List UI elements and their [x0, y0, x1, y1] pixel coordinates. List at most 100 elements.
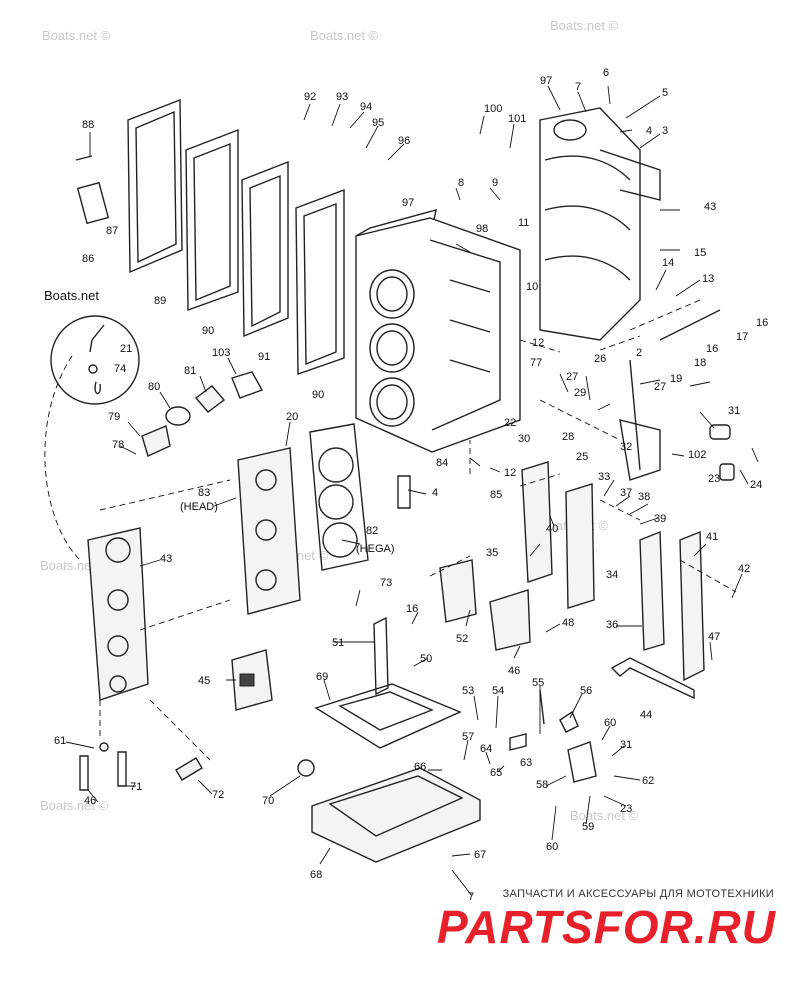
callout-number: 23 — [620, 803, 632, 815]
callout-number: 55 — [532, 677, 544, 689]
brand-tagline: ЗАПЧАСТИ И АКСЕССУАРЫ ДЛЯ МОТОТЕХНИКИ — [502, 888, 774, 900]
callout-number: 39 — [654, 513, 666, 525]
adapter-plate — [314, 683, 462, 749]
callout-number: 27 — [566, 371, 578, 383]
callout-number: 65 — [490, 767, 502, 779]
callout-number: 53 — [462, 685, 474, 697]
callout-number: 33 — [598, 471, 610, 483]
callout-number: 37 — [620, 487, 632, 499]
callout-number: 100 — [484, 103, 502, 115]
callout-number: 25 — [576, 451, 588, 463]
callout-number: 61 — [54, 735, 66, 747]
callout-number: 28 — [562, 431, 574, 443]
base-67 — [311, 767, 481, 863]
callout-number: 60 — [604, 717, 616, 729]
watermark: Boats.net © — [40, 798, 109, 813]
callout-number: 102 — [688, 449, 706, 461]
callout-number: 77 — [530, 357, 542, 369]
callout-number: 72 — [212, 789, 224, 801]
callout-number: 36 — [606, 619, 618, 631]
callout-number: 79 — [108, 411, 120, 423]
callout-number: 2 — [636, 347, 642, 359]
callout-number: 31 — [620, 739, 632, 751]
callout-number: 8 — [458, 177, 464, 189]
crankcase — [539, 107, 661, 341]
callout-number: 4 — [646, 125, 652, 137]
callout-number: 30 — [518, 433, 530, 445]
callout-number: 91 — [258, 351, 270, 363]
callout-number: 96 — [398, 135, 410, 147]
callout-number: 81 — [184, 365, 196, 377]
callout-number: 7 — [575, 81, 581, 93]
callout-number: 17 — [736, 331, 748, 343]
callout-number: 5 — [662, 87, 668, 99]
callout-number: 50 — [420, 653, 432, 665]
exhaust-cover-assembly — [75, 98, 345, 375]
watermark-dark: Boats.net — [44, 288, 99, 303]
callout-number: 34 — [606, 569, 618, 581]
callout-number: 52 — [456, 633, 468, 645]
callout-number: 95 — [372, 117, 384, 129]
callout-number: 46 — [508, 665, 520, 677]
callout-number: 63 — [520, 757, 532, 769]
lower-linkage — [509, 689, 597, 783]
callout-number: 97 — [540, 75, 552, 87]
callout-number: 84 — [436, 457, 448, 469]
leader-lines — [65, 85, 759, 897]
callout-number: 41 — [706, 531, 718, 543]
callout-number: 23 — [708, 473, 720, 485]
cylinder-head-and-gasket — [237, 423, 369, 615]
callout-number: 73 — [380, 577, 392, 589]
watermark: Boats.net © — [310, 28, 379, 43]
callout-number: 48 — [562, 617, 574, 629]
small-covers — [373, 559, 531, 696]
callout-number: 97 — [402, 197, 414, 209]
watermark: Boats.net © — [570, 808, 639, 823]
callout-number: 74 — [114, 363, 126, 375]
linkage-assembly — [619, 309, 735, 481]
callout-number: 71 — [130, 781, 142, 793]
callout-number: 14 — [662, 257, 674, 269]
hega-label: (HEGA) — [356, 543, 395, 555]
callout-number: 66 — [414, 761, 426, 773]
callout-number: 67 — [474, 849, 486, 861]
callout-number: 20 — [286, 411, 298, 423]
callout-number: 94 — [360, 101, 372, 113]
callout-number: 70 — [262, 795, 274, 807]
callout-number: 11 — [518, 217, 529, 229]
callout-number: 27 — [654, 381, 666, 393]
port-covers — [521, 461, 705, 682]
callout-number: 4 — [432, 487, 438, 499]
spark-plug-and-bolts — [79, 742, 315, 791]
callout-number: 93 — [336, 91, 348, 103]
callout-number: 46 — [84, 795, 96, 807]
callout-number: 31 — [728, 405, 740, 417]
callout-number: 32 — [620, 441, 632, 453]
callout-number: 92 — [304, 91, 316, 103]
callout-number: 90 — [312, 389, 324, 401]
callout-number: 51 — [332, 637, 344, 649]
callout-number: 54 — [492, 685, 504, 697]
callout-number: 12 — [532, 337, 544, 349]
callout-number: 42 — [738, 563, 750, 575]
callout-number: 15 — [694, 247, 706, 259]
callout-number: 60 — [546, 841, 558, 853]
callout-number: 18 — [694, 357, 706, 369]
module-69 — [231, 649, 273, 711]
callout-number: 9 — [492, 177, 498, 189]
callout-number: 22 — [504, 417, 516, 429]
brand-logo: PARTSFOR.RU — [437, 900, 776, 954]
callout-number: 57 — [462, 731, 474, 743]
callout-labels: 88 92 93 94 95 96 100 101 97 7 6 5 4 3 8… — [54, 67, 768, 903]
callout-number: 16 — [706, 343, 718, 355]
brand-name-left: PARTS — [437, 901, 594, 953]
callout-number: 90 — [202, 325, 214, 337]
thermostat-assembly — [50, 315, 264, 457]
callout-number: 43 — [704, 201, 716, 213]
callout-number: 29 — [574, 387, 586, 399]
head-cover — [87, 527, 149, 701]
callout-number: 85 — [490, 489, 502, 501]
callout-number: 87 — [106, 225, 118, 237]
